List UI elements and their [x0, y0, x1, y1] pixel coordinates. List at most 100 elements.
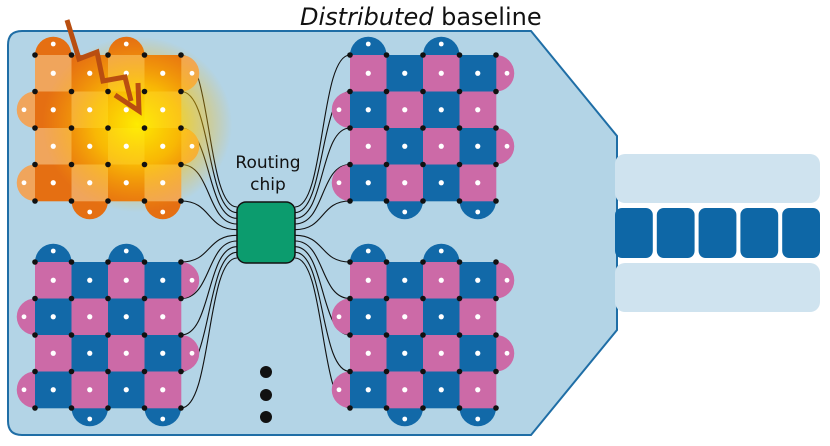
measure-qubit	[87, 209, 93, 215]
measure-qubit	[402, 70, 408, 76]
measure-qubit	[365, 387, 371, 393]
data-qubit	[105, 405, 111, 411]
measure-qubit	[160, 416, 166, 422]
measure-qubit	[87, 416, 93, 422]
measure-qubit	[336, 107, 342, 113]
data-qubit	[456, 405, 463, 411]
routing-chip	[236, 201, 296, 264]
data-qubit	[68, 125, 75, 131]
data-qubit	[493, 368, 499, 375]
measure-qubit	[438, 277, 444, 283]
measure-qubit	[87, 350, 93, 356]
measure-qubit	[189, 143, 195, 149]
measure-qubit	[402, 180, 408, 186]
measure-qubit	[402, 350, 408, 356]
measure-qubit	[50, 143, 56, 149]
data-qubit	[456, 161, 463, 168]
measure-qubit	[50, 41, 56, 47]
measure-qubit	[475, 314, 481, 320]
data-qubit	[105, 295, 111, 302]
measure-qubit	[365, 350, 371, 356]
measure-qubit	[438, 143, 444, 149]
data-qubit	[493, 88, 499, 95]
tile-bottom-left	[16, 243, 200, 427]
measure-qubit	[160, 350, 166, 356]
data-qubit	[32, 161, 38, 168]
measure-qubit	[438, 248, 444, 254]
measure-qubit	[160, 143, 166, 149]
measure-qubit	[50, 70, 56, 76]
measure-qubit	[475, 107, 481, 113]
measure-qubit	[438, 387, 444, 393]
measure-qubit	[438, 180, 444, 186]
data-qubit	[105, 125, 111, 131]
data-qubit	[383, 125, 390, 131]
data-qubit	[32, 405, 38, 411]
data-qubit	[105, 52, 111, 58]
data-qubit	[178, 405, 184, 411]
measure-qubit	[87, 387, 93, 393]
tile-bottom-right	[331, 243, 515, 427]
measure-qubit	[50, 350, 56, 356]
measure-qubit	[123, 314, 129, 320]
measure-qubit	[50, 248, 56, 254]
data-qubit	[347, 161, 353, 168]
measure-qubit	[87, 180, 93, 186]
measure-qubit	[160, 277, 166, 283]
data-qubit	[493, 405, 499, 411]
data-qubit	[141, 198, 148, 204]
data-qubit	[105, 161, 111, 168]
measure-qubit	[123, 41, 129, 47]
data-qubit	[178, 161, 184, 168]
measure-qubit	[189, 350, 195, 356]
measure-qubit	[438, 107, 444, 113]
measure-qubit	[123, 387, 129, 393]
measure-qubit	[123, 248, 129, 254]
measure-qubit	[123, 107, 129, 113]
data-qubit	[141, 295, 148, 302]
data-qubit	[32, 52, 38, 58]
measure-qubit	[504, 143, 510, 149]
measure-qubit	[123, 180, 129, 186]
measure-qubit	[504, 70, 510, 76]
data-qubit	[178, 259, 184, 265]
data-qubit	[347, 52, 353, 58]
data-qubit	[68, 198, 75, 204]
data-qubit	[420, 259, 426, 265]
ellipsis-vertical-icon	[260, 366, 272, 423]
measure-qubit	[475, 277, 481, 283]
data-qubit	[456, 368, 463, 375]
measure-qubit	[336, 314, 342, 320]
data-qubit	[383, 332, 390, 338]
data-qubit	[68, 259, 75, 265]
data-qubit	[493, 332, 499, 338]
data-qubit	[456, 52, 463, 58]
measure-qubit	[123, 350, 129, 356]
data-qubit	[456, 125, 463, 131]
data-qubit	[347, 125, 353, 131]
data-qubit	[68, 161, 75, 168]
measure-qubit	[402, 387, 408, 393]
data-qubit	[493, 295, 499, 302]
data-qubit	[383, 52, 390, 58]
data-qubit	[347, 295, 353, 302]
measure-qubit	[50, 277, 56, 283]
data-qubit	[493, 161, 499, 168]
stack-block	[615, 208, 653, 258]
measure-qubit	[123, 277, 129, 283]
measure-qubit	[160, 107, 166, 113]
data-qubit	[383, 259, 390, 265]
data-qubit	[68, 332, 75, 338]
measure-qubit	[475, 416, 481, 422]
measure-qubit	[189, 277, 195, 283]
measure-qubit	[438, 70, 444, 76]
data-qubit	[68, 52, 75, 58]
data-qubit	[383, 295, 390, 302]
measure-qubit	[438, 314, 444, 320]
data-qubit	[347, 259, 353, 265]
title-emphasis: Distributed	[300, 3, 434, 31]
data-qubit	[347, 332, 353, 338]
data-qubit	[141, 332, 148, 338]
data-qubit	[493, 259, 499, 265]
data-qubit	[141, 52, 148, 58]
